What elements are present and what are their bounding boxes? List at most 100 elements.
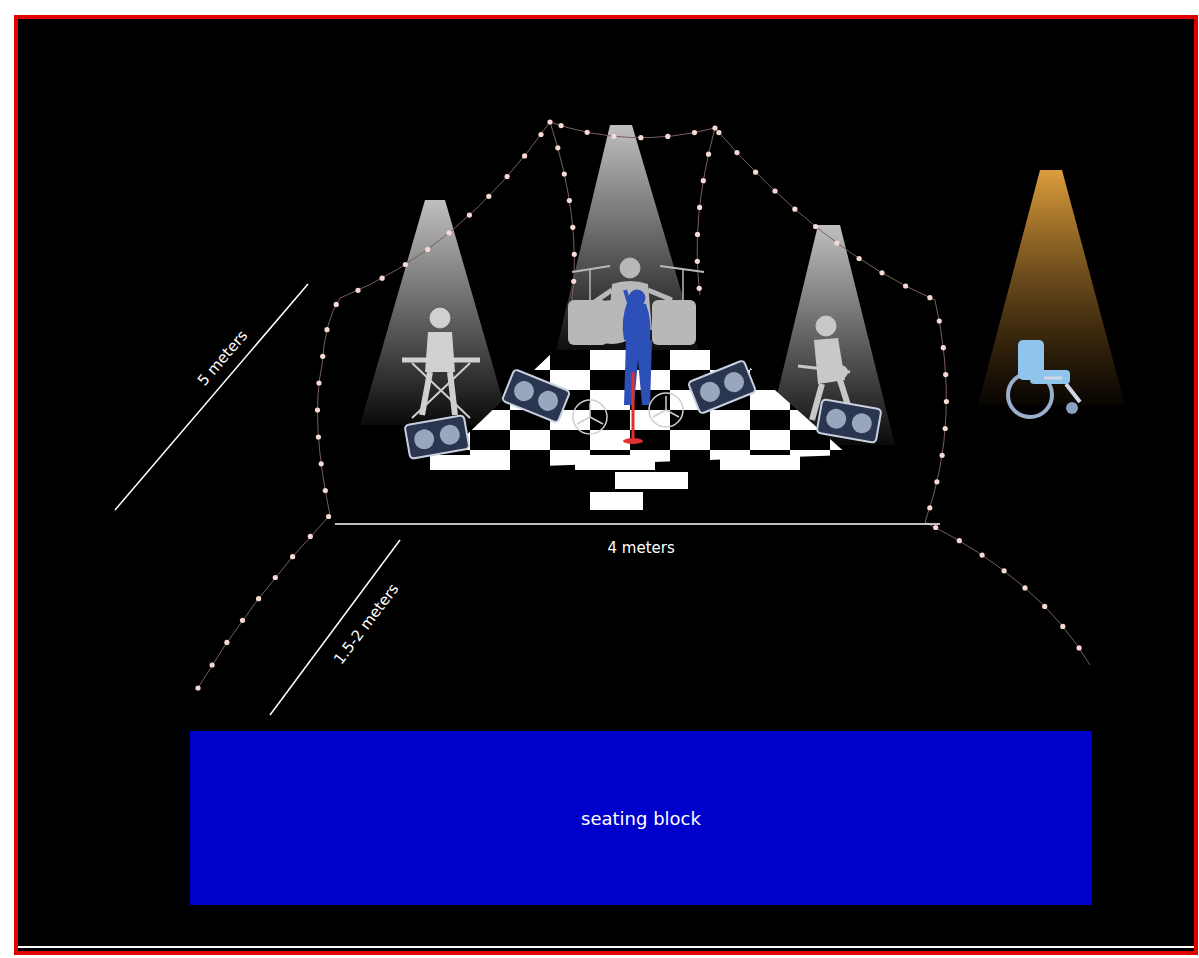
light-bulb [555,145,560,150]
monitor-speakers-part [688,360,756,414]
light-bulb [1077,645,1082,650]
light-bulb [701,178,706,183]
monitor-speakers-part-part [817,399,882,443]
frame-part [18,946,1194,948]
wheelchair-icon-part [1030,370,1070,384]
light-bulb [692,130,697,135]
light-bulb [486,194,491,199]
light-bulb [813,224,818,229]
dimension-lines-part [270,540,400,715]
string-lights-part [198,122,1090,688]
light-bulb [1060,624,1065,629]
mic-stand-part [632,372,635,440]
singer-part [624,340,652,405]
spotlight-beams-part [555,125,700,355]
checkered-floor [430,350,848,510]
spotlight-beams-part [978,170,1125,405]
dimension-lines [115,284,940,715]
monitor-speakers-part-part [850,412,873,435]
floor-fans-part [573,400,607,434]
drummer-part [652,300,696,345]
light-bulb [447,230,452,235]
light-bulb [323,488,328,493]
light-bulb [425,247,430,252]
light-bulb [567,198,572,203]
light-bulb [611,134,616,139]
light-bulb [980,553,985,558]
monitor-speakers-part-part [825,407,848,430]
singer-part [625,290,630,306]
string-lights-part [550,122,574,300]
keyboard-player-part [412,363,470,418]
light-bulb [315,407,320,412]
checkered-floor-part [615,472,688,489]
light-bulb [943,372,948,377]
light-bulb [403,262,408,267]
monitor-speakers-part-part [511,378,537,404]
light-bulb [665,134,670,139]
floor-fans-part [577,403,603,424]
light-bulb [308,534,313,539]
wheelchair-icon-part [1066,402,1078,414]
monitor-speakers-part [405,415,470,459]
light-bulb [326,514,331,519]
light-bulb [547,119,552,124]
monitor-speakers-part-part [438,423,461,446]
light-bulb [571,279,576,284]
light-bulb [224,640,229,645]
dimension-label: 5 meters [193,327,250,390]
singer-part [623,300,651,340]
light-bulb [695,259,700,264]
dimension-lines-part [335,523,940,525]
monitor-speakers [405,360,882,459]
light-bulb [316,434,321,439]
light-bulb [195,685,200,690]
light-bulb [290,554,295,559]
light-bulb [316,380,321,385]
light-bulb [273,575,278,580]
frame [16,17,1196,953]
wheelchair-icon-part [1066,384,1080,402]
wheelchair-icon-part [1044,377,1062,380]
monitor-speakers-part-part [502,369,570,423]
light-bulb [1002,568,1007,573]
light-bulb [334,302,339,307]
drummer-part [589,270,591,345]
light-bulb [538,132,543,137]
light-bulb [792,207,797,212]
light-bulb [857,256,862,261]
drummer-part [572,266,610,272]
dimension-lines-part [115,284,308,510]
light-bulb [572,252,577,257]
keyboard-player-part [402,358,480,363]
light-bulb [695,232,700,237]
light-bulb [638,135,643,140]
light-bulb [697,286,702,291]
light-bulb [1022,585,1027,590]
light-bulb [941,345,946,350]
frame-part [16,17,1196,953]
light-bulb [240,618,245,623]
light-bulb [943,426,948,431]
light-bulb [355,288,360,293]
guitar-player-part [816,316,836,336]
light-bulb [467,213,472,218]
string-lights [198,122,1090,688]
light-bulb [944,399,949,404]
light-bulb [505,174,510,179]
guitar-player-part [824,364,848,380]
light-bulb [562,171,567,176]
checkered-floor-part [430,455,510,470]
drummer-part [620,258,640,278]
monitor-speakers-part [817,399,882,443]
light-bulb [559,123,564,128]
spotlight-beams-part [360,200,510,425]
monitor-speakers-part [502,369,570,423]
dimension-label: 1.5-2 meters [330,580,402,668]
mic-stand-part [623,438,643,444]
light-bulb [716,130,721,135]
keyboard-player-part [425,332,455,372]
light-bulb [210,662,215,667]
light-bulb [834,240,839,245]
